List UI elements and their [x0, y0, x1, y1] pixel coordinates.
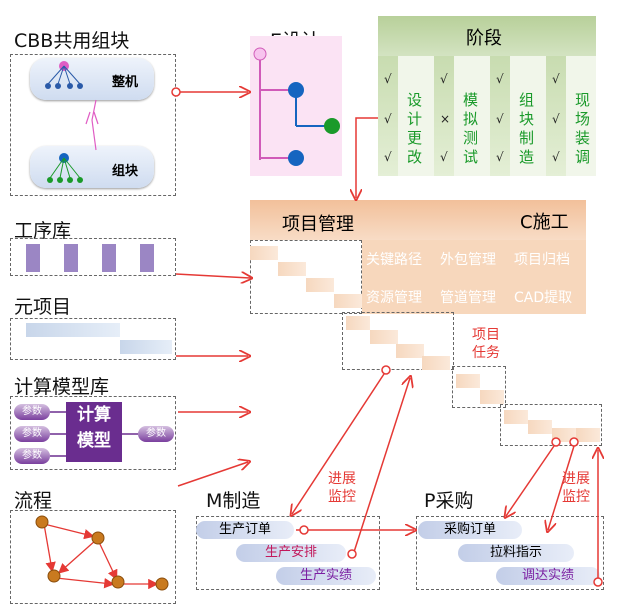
process-bar [64, 244, 78, 272]
stage-mark: √ [552, 72, 560, 86]
task-bar [370, 330, 398, 344]
m-monitor-label: 进展 监控 [328, 471, 356, 505]
task-bar [528, 420, 552, 434]
pm-cell[interactable]: CAD提取 [514, 290, 573, 306]
meta-item-title: 元项目 [14, 296, 72, 318]
calc-lib-box [10, 396, 176, 470]
process-lib-title: 工序库 [14, 220, 72, 242]
m-item[interactable]: 生产实绩 [276, 567, 376, 585]
p-monitor-label: 进展 监控 [562, 471, 590, 505]
task-bar [552, 428, 576, 442]
m-item[interactable]: 生产安排 [236, 544, 346, 562]
task-bar [278, 262, 306, 276]
stage-divider [490, 56, 510, 176]
calc-model-block[interactable]: 计算 模型 [66, 402, 122, 462]
pm-cell[interactable]: 关键路径 [366, 252, 422, 268]
pm-header [250, 200, 586, 240]
task-bar [456, 374, 480, 388]
calc-lib-title: 计算模型库 [14, 376, 110, 398]
task-bar [250, 246, 278, 260]
stage-col-4: 现场装调 [573, 92, 591, 168]
stage-divider [546, 56, 566, 176]
pm-cell[interactable]: 项目归档 [514, 252, 570, 268]
pm-cell[interactable]: 资源管理 [366, 290, 422, 306]
process-bar [26, 244, 40, 272]
meta-item-box [10, 318, 176, 360]
stage-col-3: 组块制造 [517, 92, 535, 168]
task-box-4 [500, 404, 602, 446]
c-title: C施工 [520, 212, 569, 233]
e-design-panel [250, 36, 342, 176]
stage-mark: √ [440, 72, 448, 86]
process-lib-box [10, 238, 176, 276]
task-label: 项目 任务 [472, 327, 500, 361]
task-bar [396, 344, 424, 358]
p-title: P采购 [424, 490, 474, 512]
stage-mark: √ [552, 150, 560, 164]
process-bar [140, 244, 154, 272]
p-item[interactable]: 调达实绩 [496, 567, 600, 585]
machine-label: 整机 [112, 75, 139, 90]
stage-divider [434, 56, 454, 176]
m-title: M制造 [206, 490, 261, 512]
m-item[interactable]: 生产订单 [196, 521, 294, 539]
stage-mark: √ [384, 112, 392, 126]
cbb-box [10, 54, 176, 196]
task-bar [346, 316, 370, 330]
flow-box [10, 510, 176, 604]
stage-col-1: 设计更改 [405, 92, 423, 168]
stages-header [378, 16, 596, 56]
param-input: 参数 [14, 404, 50, 420]
flow-title: 流程 [14, 490, 53, 512]
stage-mark: √ [496, 112, 504, 126]
task-bar [480, 390, 504, 404]
stage-col-2: 模拟测试 [461, 92, 479, 168]
block-label: 组块 [112, 164, 139, 179]
stages-title: 阶段 [466, 28, 502, 49]
meta-item-bar [120, 340, 172, 354]
m-box [196, 516, 380, 590]
stage-mark: √ [552, 112, 560, 126]
stage-mark: √ [496, 150, 504, 164]
cbb-title: CBB共用组块 [14, 30, 130, 52]
stage-mark: √ [496, 72, 504, 86]
pm-cell[interactable]: 管道管理 [440, 290, 496, 306]
p-item[interactable]: 拉料指示 [458, 544, 574, 562]
pm-grid [362, 240, 586, 314]
task-box-2 [342, 312, 454, 370]
task-bar [504, 410, 528, 424]
pm-cell[interactable]: 外包管理 [440, 252, 496, 268]
stage-mark: × [440, 112, 451, 126]
param-output: 参数 [138, 426, 174, 442]
process-bar [102, 244, 116, 272]
stage-divider [378, 56, 398, 176]
pm-title: 项目管理 [282, 214, 354, 235]
meta-item-bar [26, 323, 120, 337]
stage-mark: √ [440, 150, 448, 164]
task-bar [306, 278, 334, 292]
task-bar [576, 428, 600, 442]
param-input: 参数 [14, 426, 50, 442]
p-item[interactable]: 采购订单 [418, 521, 522, 539]
stage-mark: √ [384, 72, 392, 86]
task-bar [422, 356, 450, 370]
task-bar [334, 294, 362, 308]
task-box-3 [452, 366, 506, 408]
param-input: 参数 [14, 448, 50, 464]
stage-mark: √ [384, 150, 392, 164]
